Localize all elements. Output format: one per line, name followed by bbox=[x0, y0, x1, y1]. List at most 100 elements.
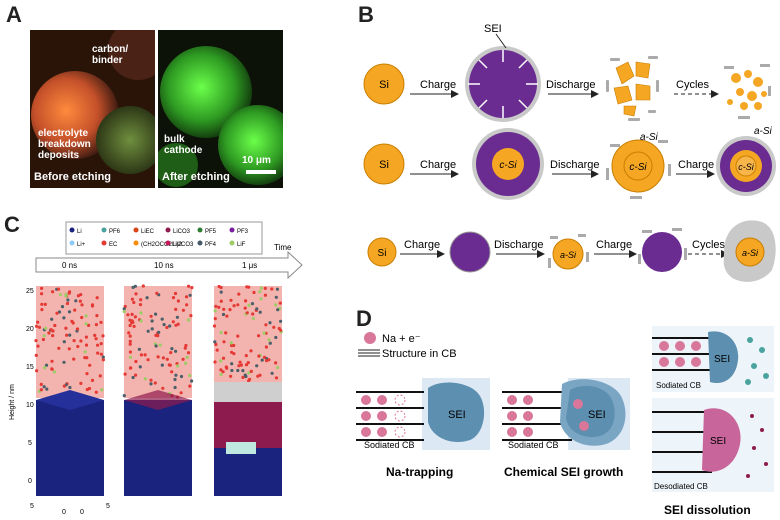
molecule-dot bbox=[264, 323, 268, 327]
molecule-dot bbox=[247, 303, 251, 307]
molecule-dot bbox=[244, 354, 248, 358]
molecule-dot bbox=[165, 357, 169, 361]
molecule-dot bbox=[230, 350, 234, 354]
molecule-dot bbox=[174, 349, 178, 353]
molecule-dot bbox=[128, 323, 132, 328]
molecule-dot bbox=[245, 311, 249, 315]
molecule-dot bbox=[165, 325, 169, 330]
molecule-dot bbox=[212, 324, 217, 328]
c-xticks: 5 0 0 5 bbox=[30, 503, 110, 516]
lithiated-si-r3 bbox=[449, 231, 491, 273]
molecule-dot bbox=[237, 292, 241, 296]
svg-text:20: 20 bbox=[26, 326, 34, 333]
sei-fragments-r1 bbox=[606, 56, 659, 121]
molecule-dot bbox=[62, 316, 66, 320]
svg-text:0: 0 bbox=[80, 509, 84, 516]
molecule-dot bbox=[278, 301, 282, 305]
molecule-dot bbox=[83, 356, 87, 360]
molecule-dot bbox=[214, 342, 218, 347]
after-etching-caption: After etching bbox=[162, 171, 230, 183]
molecule-dot bbox=[222, 307, 226, 311]
molecule-dot bbox=[43, 366, 47, 370]
time-label: Time bbox=[274, 243, 292, 252]
molecule-dot bbox=[67, 291, 71, 295]
molecule-dot bbox=[49, 328, 53, 332]
sei-fragments-r2 bbox=[606, 140, 671, 199]
molecule-dot bbox=[64, 326, 68, 330]
crack-lines-r1 bbox=[468, 50, 538, 118]
svg-text:25: 25 bbox=[26, 288, 34, 295]
molecule-dot bbox=[259, 297, 263, 301]
molecule-dot bbox=[170, 347, 174, 351]
molecule-dot bbox=[84, 335, 88, 339]
molecule-dot bbox=[219, 290, 223, 294]
molecule-dot bbox=[83, 350, 87, 354]
molecule-dot bbox=[72, 357, 76, 361]
molecule-dot bbox=[132, 324, 136, 328]
sodiated-cb-label-d3: Sodiated CB bbox=[656, 381, 701, 390]
csi-core-discharged-r2 bbox=[623, 151, 653, 181]
molecule-dot bbox=[65, 301, 70, 306]
molecule-dot bbox=[184, 343, 188, 348]
electrolyte-molecules-1us bbox=[212, 284, 283, 383]
molecule-dot bbox=[57, 346, 61, 350]
molecule-dot bbox=[80, 315, 84, 320]
molecule-dot bbox=[228, 308, 232, 312]
molecule-dot bbox=[262, 331, 266, 335]
c-ylabel: Height / nm bbox=[9, 384, 16, 420]
molecule-dot bbox=[87, 323, 91, 327]
molecule-dot bbox=[96, 351, 100, 355]
molecule-dot bbox=[219, 368, 223, 372]
molecule-dot bbox=[249, 349, 253, 353]
molecule-dot bbox=[188, 384, 192, 388]
molecule-dot bbox=[244, 363, 249, 367]
molecule-dot bbox=[101, 358, 105, 362]
molecule-dot bbox=[66, 298, 70, 302]
molecule-dot bbox=[40, 292, 44, 296]
legend-label: EC bbox=[109, 242, 118, 248]
molecule-dot bbox=[161, 386, 165, 390]
molecule-dot bbox=[84, 322, 88, 326]
molecule-dot bbox=[95, 314, 99, 318]
molecule-dot bbox=[90, 378, 95, 382]
molecule-dot bbox=[157, 330, 161, 334]
sei-fragments-r3 bbox=[548, 234, 589, 268]
svg-text:5: 5 bbox=[30, 503, 34, 510]
molecule-dot bbox=[126, 313, 130, 317]
molecule-dot bbox=[184, 361, 188, 365]
molecule-dot bbox=[43, 302, 47, 306]
molecule-dot bbox=[187, 284, 191, 288]
molecule-dot bbox=[154, 312, 158, 316]
md-box-10ns bbox=[122, 284, 194, 496]
molecule-dot bbox=[99, 352, 103, 356]
molecule-dot bbox=[122, 307, 126, 311]
title-chemical-sei-growth: Chemical SEI growth bbox=[504, 465, 623, 479]
carbon-binder-label: carbon/ binder bbox=[92, 44, 129, 66]
molecule-dot bbox=[131, 375, 135, 380]
molecule-dot bbox=[221, 312, 226, 317]
molecule-dot bbox=[145, 296, 149, 300]
molecule-dot bbox=[238, 360, 242, 364]
legend-swatch bbox=[133, 240, 139, 246]
molecule-dot bbox=[258, 310, 262, 314]
molecule-dot bbox=[137, 347, 141, 351]
molecule-dot bbox=[128, 334, 132, 338]
molecule-dot bbox=[34, 339, 38, 343]
molecule-dot bbox=[76, 344, 80, 349]
si-label-r1: Si bbox=[379, 79, 389, 91]
molecule-dot bbox=[213, 309, 217, 313]
molecule-dot bbox=[141, 284, 145, 288]
molecule-dot bbox=[127, 331, 131, 335]
legend-swatch bbox=[229, 227, 235, 233]
molecule-dot bbox=[219, 299, 223, 303]
molecule-dot bbox=[161, 356, 165, 360]
molecule-dot bbox=[251, 317, 255, 321]
time-arrow bbox=[35, 250, 303, 280]
molecule-dot bbox=[129, 366, 133, 370]
molecule-dot bbox=[154, 333, 158, 337]
molecule-dot bbox=[251, 312, 255, 316]
legend-swatch bbox=[69, 240, 75, 246]
asi-label2-r3: a-Si bbox=[742, 248, 759, 258]
csi-label-r2: c-Si bbox=[499, 160, 517, 171]
csi-label2-r2: c-Si bbox=[738, 162, 755, 172]
